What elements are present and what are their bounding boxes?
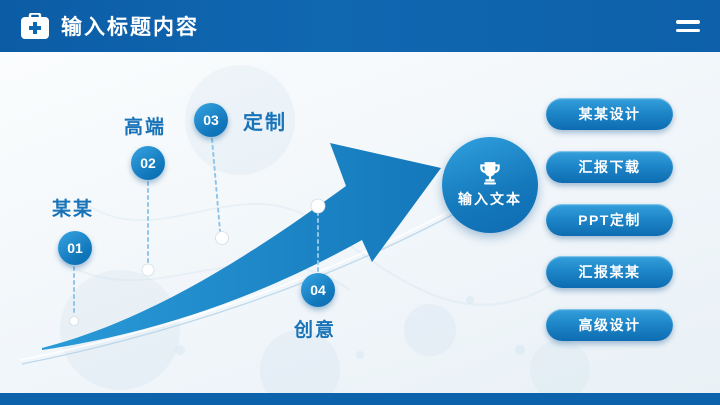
pill-button-ppt[interactable]: PPT定制 (546, 204, 673, 236)
milestone-label-01: 某某 (52, 199, 95, 220)
milestone-number: 03 (203, 112, 219, 128)
arrow-dot-03 (215, 231, 229, 245)
center-label: 输入文本 (458, 191, 522, 207)
arrow-dot-02 (141, 263, 155, 277)
connector-03 (211, 138, 221, 232)
pill-button-advanced[interactable]: 高级设计 (546, 309, 673, 341)
header: 输入标题内容 (0, 0, 720, 52)
footer-bar (0, 393, 720, 405)
milestone-circle-04: 04 (301, 273, 335, 307)
milestone-circle-01: 01 (58, 231, 92, 265)
center-badge: 输入文本 (442, 137, 538, 233)
milestone-circle-03: 03 (194, 103, 228, 137)
pill-button-design[interactable]: 某某设计 (546, 98, 673, 130)
milestone-label-03: 定制 (243, 112, 287, 134)
milestone-label-04: 创意 (294, 320, 337, 341)
arrow-dot-01 (69, 316, 79, 326)
milestone-circle-02: 02 (131, 146, 165, 180)
milestone-number: 02 (140, 155, 156, 171)
pill-button-report[interactable]: 汇报某某 (546, 256, 673, 288)
milestone-number: 04 (310, 282, 326, 298)
milestone-label-02: 高端 (124, 117, 167, 138)
medical-kit-icon (20, 11, 50, 40)
page-title: 输入标题内容 (61, 16, 199, 39)
menu-icon[interactable] (676, 20, 700, 32)
arrow-dot-04 (310, 198, 326, 214)
trophy-icon (480, 162, 500, 185)
pill-button-download[interactable]: 汇报下载 (546, 151, 673, 183)
milestone-number: 01 (67, 240, 83, 256)
